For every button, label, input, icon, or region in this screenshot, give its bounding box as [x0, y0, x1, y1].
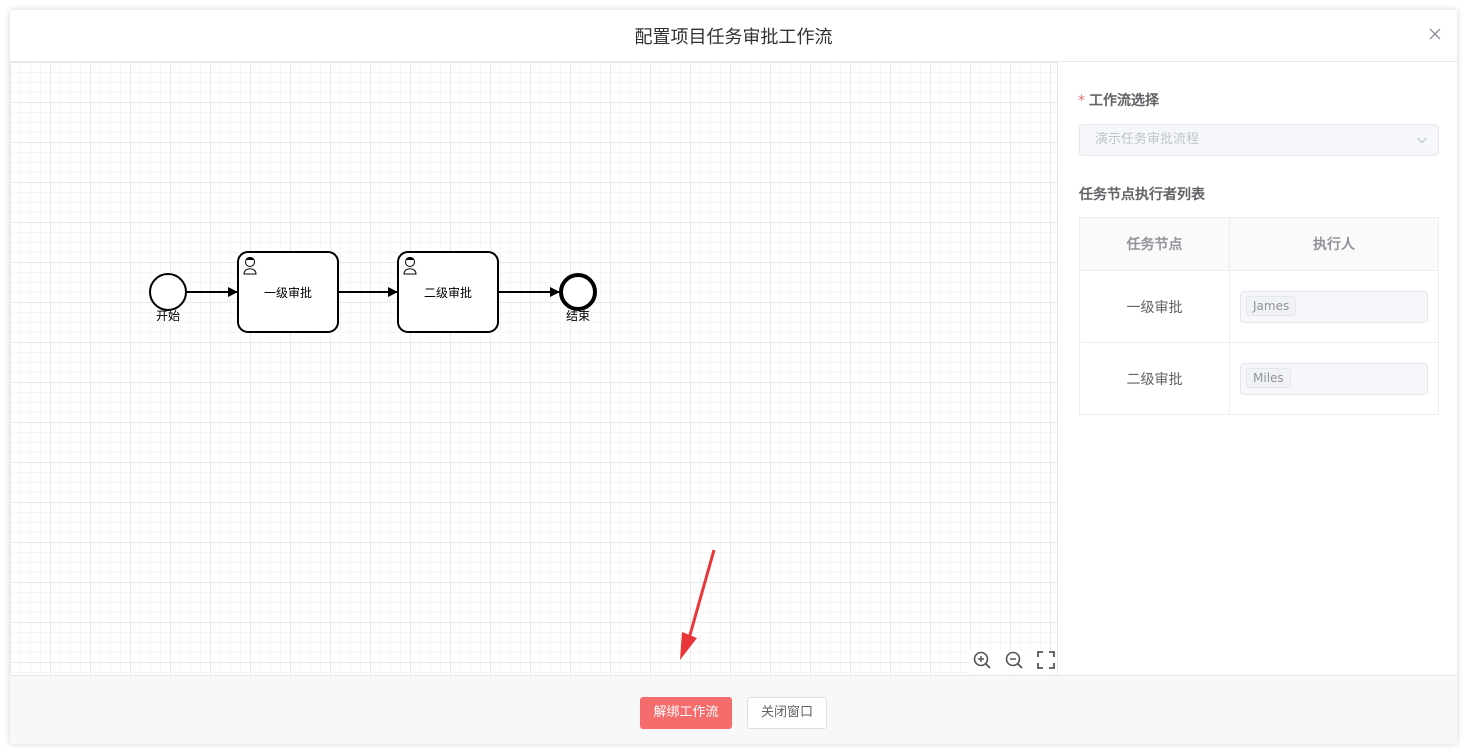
workflow-config-dialog: 配置项目任务审批工作流 开始 [10, 10, 1457, 744]
config-panel: *工作流选择 演示任务审批流程 任务节点执行者列表 任务节点 执行人 一级审批 [1059, 62, 1457, 675]
workflow-select-value: 演示任务审批流程 [1095, 132, 1200, 147]
table-cell-node: 二级审批 [1079, 342, 1230, 415]
table-header-row: 任务节点 执行人 [1079, 217, 1439, 271]
user-icon [403, 257, 417, 275]
user-task-2-label: 二级审批 [424, 285, 472, 300]
assignee-table: 任务节点 执行人 一级审批 James 二级审批 [1079, 217, 1439, 415]
assignee-tag: James [1246, 295, 1297, 316]
zoom-out-icon[interactable] [1004, 650, 1024, 670]
start-event[interactable] [149, 273, 187, 311]
user-icon [243, 257, 257, 275]
dialog-footer: 解绑工作流 关闭窗口 [10, 675, 1457, 744]
workflow-select[interactable]: 演示任务审批流程 [1079, 124, 1439, 156]
table-header-assignee: 执行人 [1229, 217, 1439, 271]
unbind-workflow-button[interactable]: 解绑工作流 [640, 697, 732, 729]
assignee-tag: Miles [1246, 367, 1291, 388]
user-task-1-label: 一级审批 [264, 285, 312, 300]
table-cell-node: 一级审批 [1079, 270, 1230, 343]
table-cell-assignee: James [1229, 270, 1439, 343]
chevron-down-icon [1417, 137, 1427, 144]
end-event-label: 结束 [566, 309, 590, 323]
assignee-select[interactable]: James [1240, 290, 1428, 323]
table-header-node: 任务节点 [1079, 217, 1230, 271]
bpmn-canvas[interactable]: 开始 一级审批 [10, 62, 1058, 675]
required-asterisk: * [1078, 93, 1085, 109]
table-row: 二级审批 Miles [1079, 342, 1439, 415]
close-icon[interactable] [1427, 26, 1443, 42]
zoom-toolbar [970, 650, 1057, 674]
close-window-button[interactable]: 关闭窗口 [747, 697, 827, 729]
table-row: 一级审批 James [1079, 270, 1439, 343]
dialog-header: 配置项目任务审批工作流 [10, 10, 1457, 62]
bpmn-diagram: 开始 一级审批 [149, 251, 597, 333]
user-task-1[interactable]: 一级审批 [237, 251, 339, 333]
fullscreen-icon[interactable] [1036, 650, 1056, 670]
workflow-select-label: *工作流选择 [1078, 93, 1159, 109]
table-cell-assignee: Miles [1229, 342, 1439, 415]
zoom-in-icon[interactable] [972, 650, 992, 670]
start-event-label: 开始 [156, 309, 180, 323]
assignee-select[interactable]: Miles [1240, 362, 1428, 395]
user-task-2[interactable]: 二级审批 [397, 251, 499, 333]
dialog-title: 配置项目任务审批工作流 [634, 27, 833, 48]
assignee-section-title: 任务节点执行者列表 [1079, 187, 1205, 203]
end-event[interactable] [559, 273, 597, 311]
